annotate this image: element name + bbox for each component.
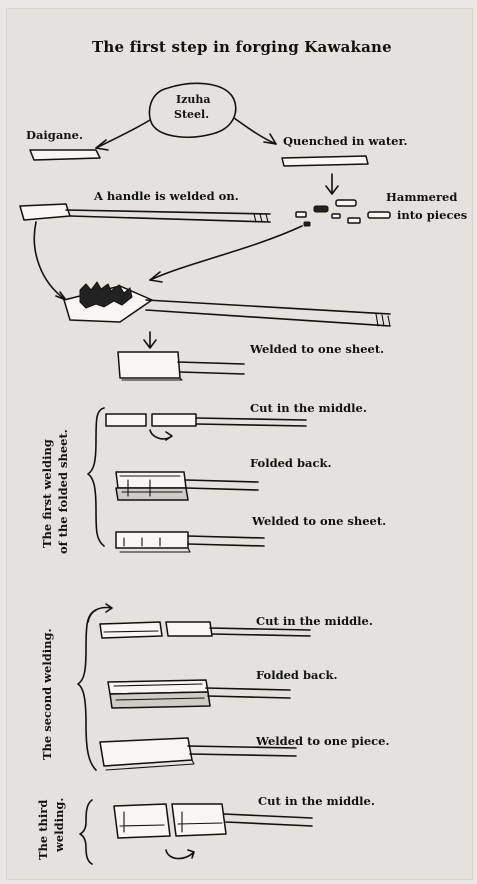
curve-handle-to-pile xyxy=(34,222,66,300)
welded-sheet-1-label: Welded to one sheet. xyxy=(250,342,384,356)
second-welding-label: The second welding. xyxy=(40,628,54,760)
folded-2 xyxy=(108,680,290,708)
first-welding-label: The first welding xyxy=(40,439,54,548)
welded-sheet-2-label: Welded to one sheet. xyxy=(252,514,386,528)
folded-2-label: Folded back. xyxy=(256,668,337,682)
handle-welded-label: A handle is welded on. xyxy=(94,189,239,203)
third-welding-label-2: welding. xyxy=(52,798,66,852)
steel-label: Steel. xyxy=(174,108,209,121)
cut-1-right xyxy=(152,414,196,426)
hammered-label: Hammered xyxy=(386,190,457,204)
cut-2-label: Cut in the middle. xyxy=(256,614,373,628)
cut-3-bar xyxy=(114,804,312,838)
third-welding-label: The third xyxy=(36,800,50,860)
cut-3-arrow xyxy=(166,850,194,859)
cut-3-label: Cut in the middle. xyxy=(258,794,375,808)
brace-first xyxy=(88,408,104,546)
handle-bar-shaft xyxy=(66,210,270,222)
arrow-to-quenched xyxy=(234,118,276,144)
curve-pieces-to-pile xyxy=(150,226,302,280)
izuha-label: Izuha xyxy=(176,93,211,106)
hammered-pieces xyxy=(296,200,390,226)
handle-bar-head xyxy=(20,204,70,220)
folded-1 xyxy=(116,472,258,500)
pile-handle xyxy=(146,300,390,326)
quenched-bar xyxy=(282,156,368,166)
cut-1-left xyxy=(106,414,146,426)
pieces-pile xyxy=(64,282,152,322)
arrow-to-daigane xyxy=(96,120,150,148)
quenched-label: Quenched in water. xyxy=(283,134,408,148)
welded-sheet-1 xyxy=(118,352,180,378)
welded-piece-label: Welded to one piece. xyxy=(256,734,389,748)
folded-1-label: Folded back. xyxy=(250,456,331,470)
into-pieces-label: into pieces xyxy=(397,208,467,222)
first-welding-label-2: of the folded sheet. xyxy=(56,429,70,554)
arrow-down-pieces xyxy=(326,174,338,194)
brace-second xyxy=(78,610,96,770)
arrow-down-sheet xyxy=(144,332,156,348)
welded-sheet-2 xyxy=(116,532,264,552)
page-title: The first step in forging Kawakane xyxy=(92,38,392,56)
brace-third xyxy=(80,800,92,864)
daigane-label: Daigane. xyxy=(26,128,83,142)
cut-1-arrow xyxy=(150,430,172,440)
cut-1-label: Cut in the middle. xyxy=(250,401,367,415)
